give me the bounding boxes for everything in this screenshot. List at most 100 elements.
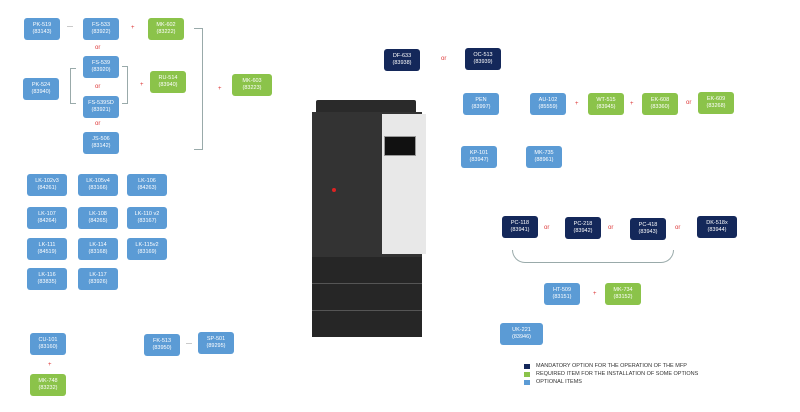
- option-name: LK-115v2: [135, 242, 159, 248]
- bracket: [512, 250, 674, 263]
- option-code: (83941): [510, 227, 530, 233]
- option-box-js506: JS-506(83142): [83, 132, 119, 154]
- option-box-lk114: LK-114(83168): [78, 238, 118, 260]
- option-code: (83942): [573, 228, 593, 234]
- option-box-dk518: DK-518x(83944): [697, 216, 737, 238]
- option-name: PC-218: [573, 221, 593, 227]
- option-box-au102: AU-102(85559): [530, 93, 566, 115]
- option-code: (83945): [596, 104, 616, 110]
- option-name: PEN: [475, 97, 487, 103]
- option-box-mk735: MK-735(88961): [526, 146, 562, 168]
- option-name: RU-514: [158, 75, 178, 81]
- option-box-pk524: PK-524(83940): [23, 78, 59, 100]
- option-name: FS-533: [91, 22, 111, 28]
- option-box-ek609: EK-609(83268): [698, 92, 734, 114]
- option-code: (83997): [471, 104, 491, 110]
- connector-plus: +: [131, 25, 135, 31]
- option-code: (84265): [88, 218, 108, 224]
- legend-optional: OPTIONAL ITEMS: [536, 379, 582, 385]
- option-code: (83152): [613, 294, 633, 300]
- option-name: JS-506: [92, 136, 110, 142]
- option-box-lk107: LK-107(84264): [27, 207, 67, 229]
- option-box-df633: DF-633(83938): [384, 49, 420, 71]
- option-code: (83142): [91, 143, 111, 149]
- option-name: LK-105v4: [86, 178, 110, 184]
- option-code: (83151): [552, 294, 572, 300]
- option-name: MK-735: [534, 150, 554, 156]
- option-code: (83940): [158, 82, 178, 88]
- bracket: [194, 28, 203, 150]
- option-name: LK-107: [38, 211, 56, 217]
- option-box-lk105: LK-105v4(83166): [78, 174, 118, 196]
- option-box-fk513: FK-513(83950): [144, 334, 180, 356]
- option-box-pen: PEN(83997): [463, 93, 499, 115]
- option-code: (83167): [137, 218, 157, 224]
- option-code: (83223): [242, 85, 262, 91]
- option-box-pc418: PC-418(83943): [630, 218, 666, 240]
- option-name: LK-106: [138, 178, 156, 184]
- option-name: DF-633: [392, 53, 412, 59]
- connector-plus: +: [48, 362, 52, 368]
- connector-or: or: [544, 225, 550, 231]
- option-name: EK-608: [650, 97, 670, 103]
- option-code: (83946): [512, 334, 531, 340]
- option-box-lk110: LK-110 v2(83167): [127, 207, 167, 229]
- option-code: (83360): [650, 104, 670, 110]
- connector-dash: —: [67, 24, 73, 30]
- option-code: (83947): [469, 157, 489, 163]
- option-name: MK-734: [613, 287, 633, 293]
- option-code: (83944): [707, 227, 727, 233]
- option-box-lk111: LK-111(84519): [27, 238, 67, 260]
- option-code: (83166): [88, 185, 108, 191]
- option-box-mk602: MK-602(83222): [148, 18, 184, 40]
- option-box-ht509: HT-509(83151): [544, 283, 580, 305]
- option-name: UK-221: [512, 327, 531, 333]
- option-box-mk748: MK-748(83232): [30, 374, 66, 396]
- option-box-kp101: KP-101(83947): [461, 146, 497, 168]
- option-code: (84261): [37, 185, 57, 191]
- legend-swatch-optional: [524, 379, 530, 385]
- option-name: KP-101: [469, 150, 489, 156]
- option-name: MK-602: [156, 22, 176, 28]
- option-name: CU-101: [38, 337, 58, 343]
- option-box-lk102: LK-102v3(84261): [27, 174, 67, 196]
- option-box-fs539sd: FS-539SD(83921): [83, 96, 119, 118]
- option-code: (83835): [37, 279, 57, 285]
- option-code: (83222): [156, 29, 176, 35]
- option-name: LK-111: [38, 242, 56, 248]
- option-code: (84264): [37, 218, 57, 224]
- option-code: (83926): [88, 279, 108, 285]
- option-name: OC-513: [473, 52, 493, 58]
- option-box-wt515: WT-515(83945): [588, 93, 624, 115]
- option-code: (83939): [473, 59, 493, 65]
- connector-dash: —: [186, 341, 192, 347]
- option-box-mk734: MK-734(83152): [605, 283, 641, 305]
- connector-plus: +: [593, 291, 597, 297]
- option-box-uk221: UK-221(83946): [500, 323, 543, 345]
- legend: MANDATORY OPTION FOR THE OPERATION OF TH…: [524, 362, 698, 386]
- legend-required: REQUIRED ITEM FOR THE INSTALLATION OF SO…: [536, 371, 699, 377]
- option-box-pc118: PC-118(83941): [502, 216, 538, 238]
- option-code: (83922): [91, 29, 111, 35]
- option-code: (83921): [91, 107, 111, 113]
- connector-or: or: [608, 225, 614, 231]
- option-name: MK-748: [38, 378, 58, 384]
- legend-mandatory: MANDATORY OPTION FOR THE OPERATION OF TH…: [536, 363, 687, 369]
- option-code: (83940): [31, 89, 51, 95]
- option-name: PC-418: [638, 222, 658, 228]
- option-box-lk106: LK-106(84263): [127, 174, 167, 196]
- option-code: (83950): [152, 345, 172, 351]
- connector-plus: +: [218, 86, 222, 92]
- option-name: MK-603: [242, 78, 262, 84]
- option-name: LK-102v3: [35, 178, 59, 184]
- option-code: (83143): [32, 29, 52, 35]
- bracket: [70, 68, 76, 104]
- option-name: PK-524: [31, 82, 51, 88]
- option-name: LK-108: [89, 211, 107, 217]
- option-code: (84263): [137, 185, 157, 191]
- option-box-sp501: SP-501(89295): [198, 332, 234, 354]
- option-box-pc218: PC-218(83942): [565, 217, 601, 239]
- connector-or: or: [95, 84, 101, 90]
- option-box-pk519: PK-519(83143): [24, 18, 60, 40]
- option-name: PK-519: [32, 22, 52, 28]
